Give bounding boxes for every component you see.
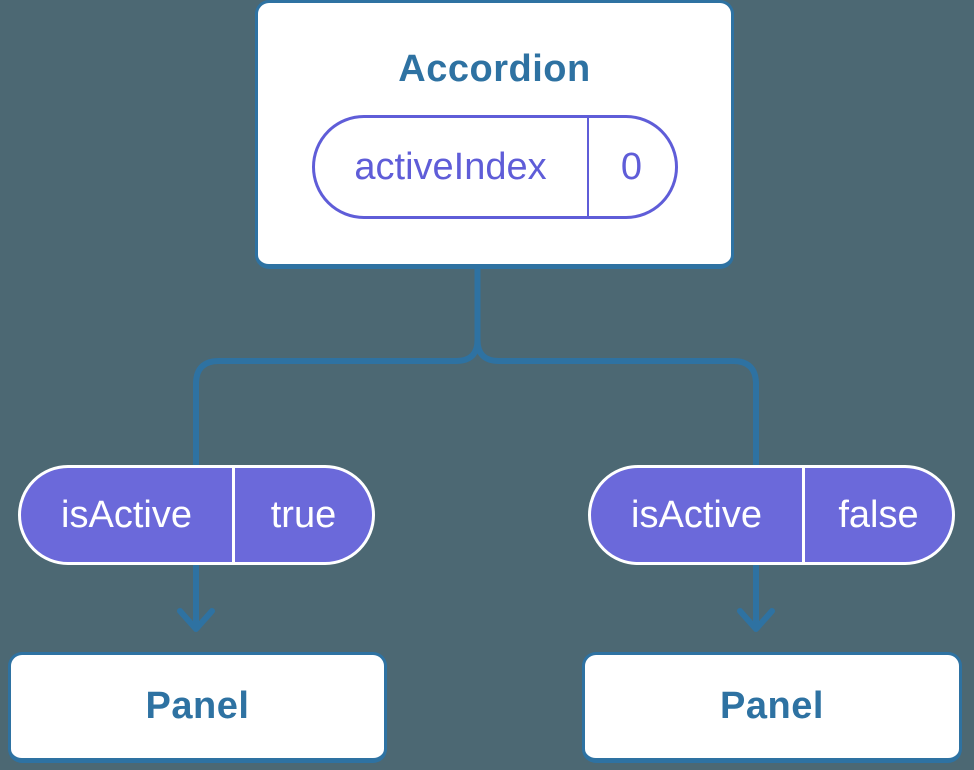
- state-name: activeIndex: [354, 145, 547, 188]
- prop-name-left: isActive: [61, 493, 192, 536]
- state-pill: activeIndex 0: [311, 115, 678, 219]
- prop-pill-right: isActive false: [588, 465, 955, 565]
- prop-value-left: true: [270, 493, 337, 536]
- panel-node-left: Panel: [8, 652, 387, 763]
- prop-pill-left: isActive true: [18, 465, 375, 565]
- arrowhead-left-icon: [177, 608, 215, 632]
- prop-pill-left-divider: [232, 468, 235, 562]
- accordion-node-title: Accordion: [398, 48, 591, 90]
- panel-label-left: Panel: [145, 685, 250, 727]
- panel-label-right: Panel: [720, 685, 824, 727]
- accordion-node: Accordion activeIndex 0: [255, 0, 734, 269]
- state-pill-divider: [586, 118, 589, 216]
- arrowhead-right-icon: [737, 608, 775, 632]
- prop-name-right: isActive: [631, 493, 762, 536]
- connector-left-branch: [193, 266, 481, 631]
- prop-pill-right-divider: [802, 468, 805, 562]
- connector-right-branch: [474, 266, 759, 631]
- prop-value-right: false: [838, 493, 919, 536]
- panel-node-right: Panel: [582, 652, 962, 763]
- state-value: 0: [620, 145, 643, 188]
